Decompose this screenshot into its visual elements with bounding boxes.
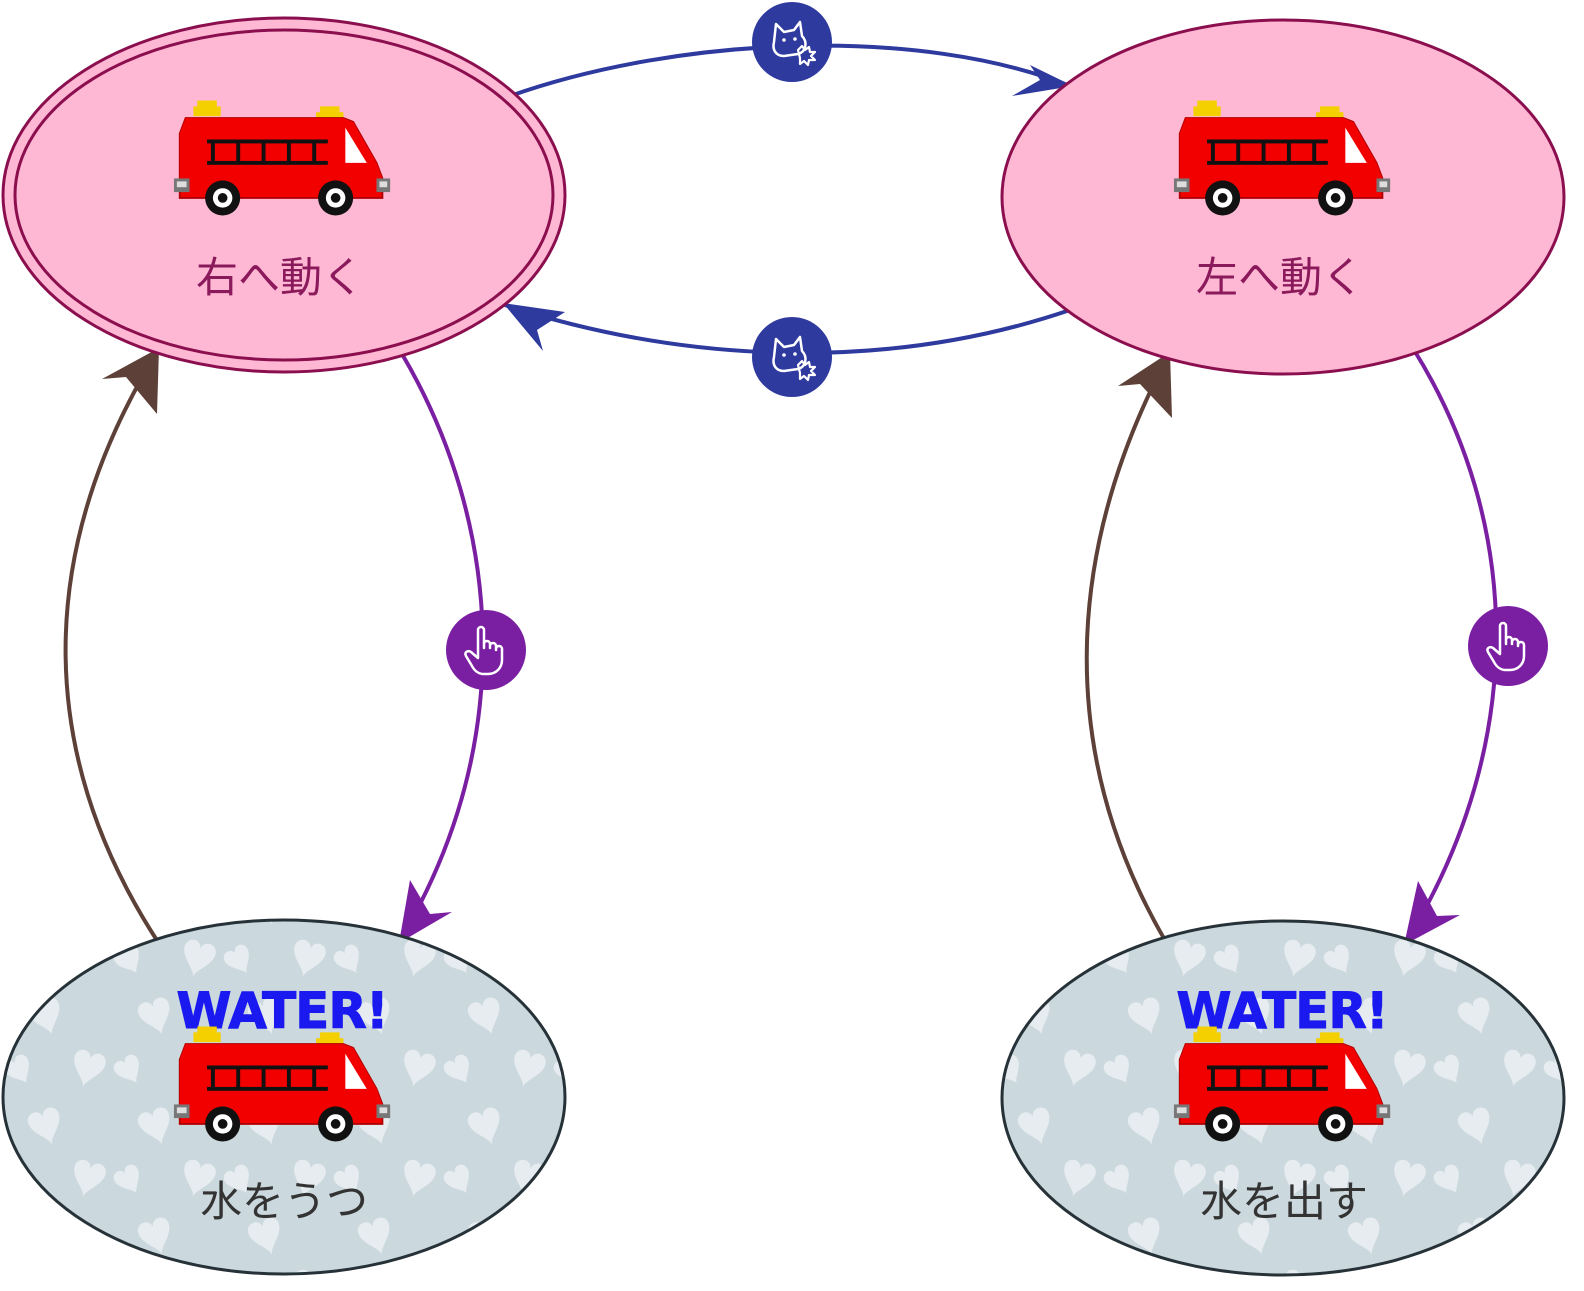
state-shoot-water[interactable]: WATER! 水をうつ — [1, 918, 567, 1276]
arrowhead-spray-to-left — [1118, 352, 1172, 418]
trigger-badge-middle[interactable] — [752, 317, 832, 397]
edge-shoot-to-right — [63, 350, 160, 944]
state-label: 右へ動く — [196, 253, 364, 302]
state-move-left[interactable]: 左へ動く — [1000, 18, 1566, 376]
arrowhead-left-to-spray — [1404, 881, 1460, 945]
state-spray-water[interactable]: WATER! 水を出す — [1000, 919, 1566, 1277]
state-label: 左へ動く — [1196, 253, 1364, 302]
state-label: 水を出す — [1200, 1177, 1368, 1226]
arrowhead-right-to-left — [1012, 65, 1073, 96]
arrowhead-right-to-shoot — [399, 880, 452, 943]
trigger-badge-left[interactable] — [446, 610, 526, 690]
arrowhead-left-to-right — [503, 303, 565, 351]
state-move-right[interactable]: 右へ動く — [1, 16, 567, 374]
state-label: 水をうつ — [200, 1177, 368, 1226]
arrowhead-shoot-to-right — [102, 348, 159, 414]
edge-spray-to-left — [1084, 355, 1170, 944]
trigger-badge-right[interactable] — [1468, 606, 1548, 686]
trigger-badge-top[interactable] — [752, 2, 832, 82]
